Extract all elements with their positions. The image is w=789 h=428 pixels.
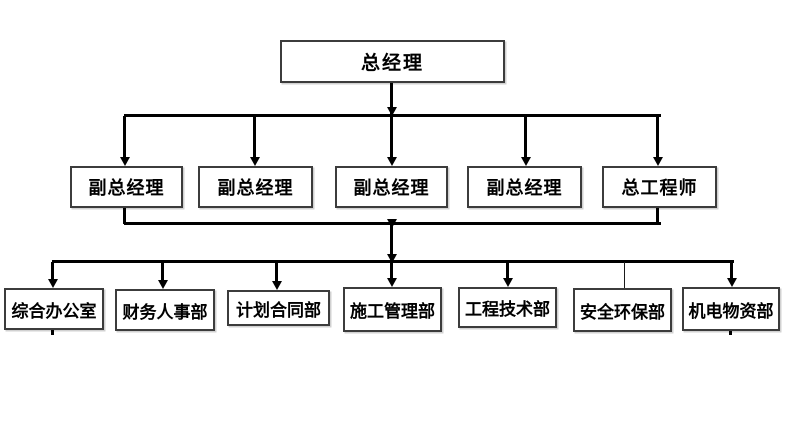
connector-line [123,208,126,224]
org-node-deputy-gm-4: 副总经理 [467,166,582,208]
org-node-safety-env: 安全环保部 [573,288,672,332]
org-node-mech-elec-materials: 机电物资部 [682,287,780,331]
org-node-finance-hr: 财务人事部 [115,289,215,331]
arrow-down-icon [48,279,58,288]
arrow-down-icon [387,254,397,263]
connector-line [506,262,509,280]
org-node-label: 总工程师 [621,178,698,198]
connector-line [524,116,527,158]
org-node-label: 总经理 [360,53,424,74]
arrow-down-icon [387,278,397,287]
org-node-label: 副总经理 [353,178,430,198]
org-node-planning-contract: 计划合同部 [227,290,330,326]
arrow-down-icon [727,278,737,287]
arrow-down-icon [250,157,260,166]
org-node-label: 财务人事部 [122,302,208,322]
org-node-label: 副总经理 [217,178,294,198]
org-node-deputy-gm-2: 副总经理 [198,166,313,208]
arrow-down-icon [653,157,663,166]
connector-line [624,262,625,288]
org-node-construction-mgmt: 施工管理部 [343,287,442,332]
org-node-engineering-tech: 工程技术部 [458,287,557,328]
connector-line [161,262,164,280]
org-node-label: 机电物资部 [688,301,774,321]
arrow-down-icon [503,278,513,287]
arrow-down-icon [120,157,130,166]
connector-line [730,262,733,280]
arrow-down-icon [158,280,168,289]
connector-line [52,260,734,263]
org-node-label: 综合办公室 [11,301,97,321]
org-node-deputy-gm-3: 副总经理 [335,166,448,208]
org-node-label: 副总经理 [486,178,563,198]
connector-line [51,262,54,280]
org-node-general-manager: 总经理 [280,40,505,83]
connector-line [253,116,256,158]
arrow-down-icon [387,157,397,166]
connector-line [123,116,126,158]
arrow-down-icon [272,281,282,290]
connector-line [124,114,661,117]
connector-line [656,116,659,158]
connector-line [390,116,393,158]
org-node-deputy-gm-1: 副总经理 [70,166,183,208]
org-node-chief-engineer: 总工程师 [602,166,717,208]
arrow-down-icon [387,107,397,116]
org-node-general-office: 综合办公室 [4,288,104,330]
org-node-label: 计划合同部 [236,300,321,320]
arrow-down-icon [521,157,531,166]
connector-line [390,224,393,262]
connector-line [390,83,393,116]
org-node-label: 副总经理 [88,178,165,198]
arrow-down-icon [387,219,397,228]
connector-line [390,262,393,280]
connector-stub [729,331,732,335]
org-node-label: 安全环保部 [580,302,665,322]
connector-line [275,262,278,281]
org-node-label: 施工管理部 [350,302,435,321]
org-node-label: 工程技术部 [465,300,550,319]
connector-line [656,208,659,224]
connector-stub [51,330,54,335]
